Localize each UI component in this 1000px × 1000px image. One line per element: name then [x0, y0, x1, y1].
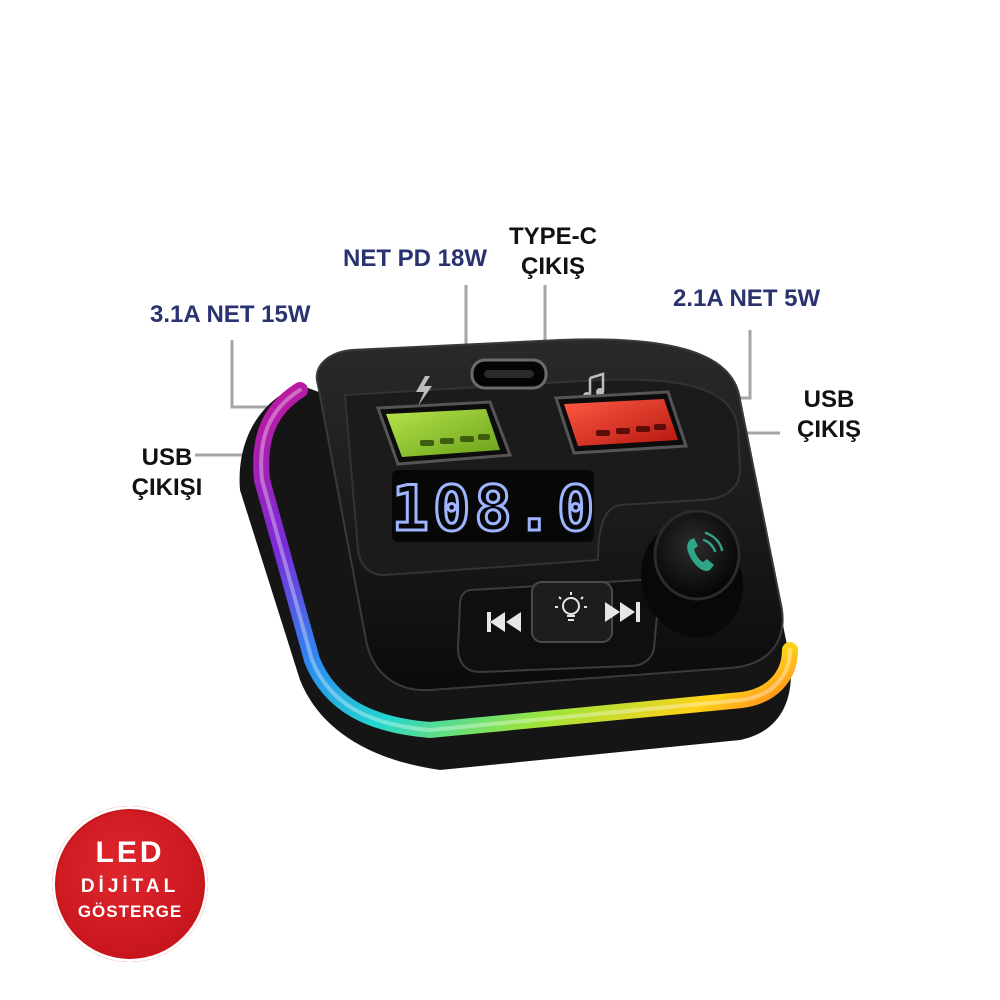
badge-line-2: DİJİTAL	[80, 876, 180, 897]
usb-left-port-label-line2: ÇIKIŞI	[131, 474, 203, 501]
frequency-display: 108.0	[392, 472, 599, 545]
next-track-button[interactable]	[605, 602, 640, 622]
usb-left-spec-label: 3.1A NET 15W	[150, 301, 311, 328]
light-mode-button[interactable]	[531, 581, 613, 643]
next-track-icon	[605, 602, 640, 622]
type-c-port-label-line1: TYPE-C	[508, 223, 597, 250]
call-knob[interactable]	[625, 508, 759, 651]
usb-right-port-label-line2: ÇIKIŞ	[796, 416, 861, 443]
badge-line-3: GÖSTERGE	[77, 902, 183, 921]
previous-track-icon	[487, 612, 521, 632]
usb-a-port-left	[375, 400, 513, 466]
usb-left-port-label-line1: USB	[141, 444, 193, 471]
type-c-port-label-line2: ÇIKIŞ	[520, 253, 585, 280]
usb-right-spec-label: 2.1A NET 5W	[673, 285, 821, 312]
usb-right-port-label-line1: USB	[803, 386, 855, 413]
type-c-spec-label: NET PD 18W	[343, 245, 488, 272]
usb-a-port-right	[553, 390, 689, 455]
usb-left-port-label: USB ÇIKIŞI	[112, 443, 222, 503]
led-display-panel	[392, 470, 594, 542]
type-c-port-label: TYPE-C ÇIKIŞ	[490, 222, 616, 282]
phone-call-icon	[687, 531, 724, 571]
badge-line-1: LED	[95, 836, 165, 869]
led-digital-display-badge: LED DİJİTAL GÖSTERGE	[52, 806, 208, 962]
lightning-icon	[416, 376, 432, 406]
previous-track-button[interactable]	[487, 612, 521, 632]
light-bulb-icon	[555, 592, 587, 621]
usb-right-port-label: USB ÇIKIŞ	[786, 385, 872, 445]
rgb-led-ring	[253, 382, 798, 739]
